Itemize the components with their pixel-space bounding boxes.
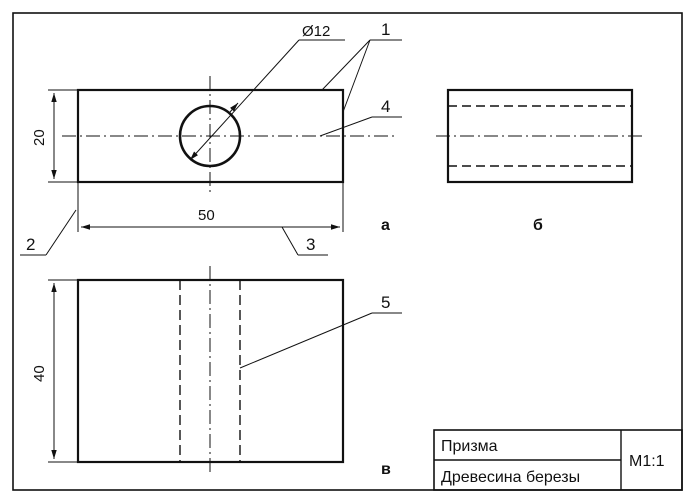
drawing-scale: М1:1 [629,453,665,470]
drawing-frame [12,12,683,491]
part-name: Призма [441,438,498,455]
callout-1-leader-b [342,39,371,113]
front-view: Ø12 20 50 1 4 2 3 а [20,20,402,256]
height-front-label: 20 [31,129,48,146]
callout-3-label: 3 [306,235,315,254]
callout-5-label: 5 [381,293,390,312]
top-view: 40 5 в [31,266,402,478]
callout-1-label: 1 [381,20,390,39]
callout-2-leader [45,209,77,256]
height-top-label: 40 [31,365,48,382]
callout-4-leader [319,116,373,137]
side-view: б [436,88,645,234]
callout-3-leader [281,226,299,256]
part-material: Древесина березы [441,469,580,486]
view-label-side: б [533,217,543,234]
callout-4-label: 4 [381,97,390,116]
view-label-front: а [381,217,390,234]
diameter-leader [189,39,300,161]
diameter-arrow [229,102,239,113]
view-label-top: в [381,461,391,478]
diameter-label: Ø12 [302,23,330,40]
callout-5-leader [239,312,373,369]
callout-2-label: 2 [26,235,35,254]
callout-1-leader-a [321,39,371,91]
width-label: 50 [198,207,215,224]
title-block: Призма Древесина березы М1:1 [433,429,683,491]
